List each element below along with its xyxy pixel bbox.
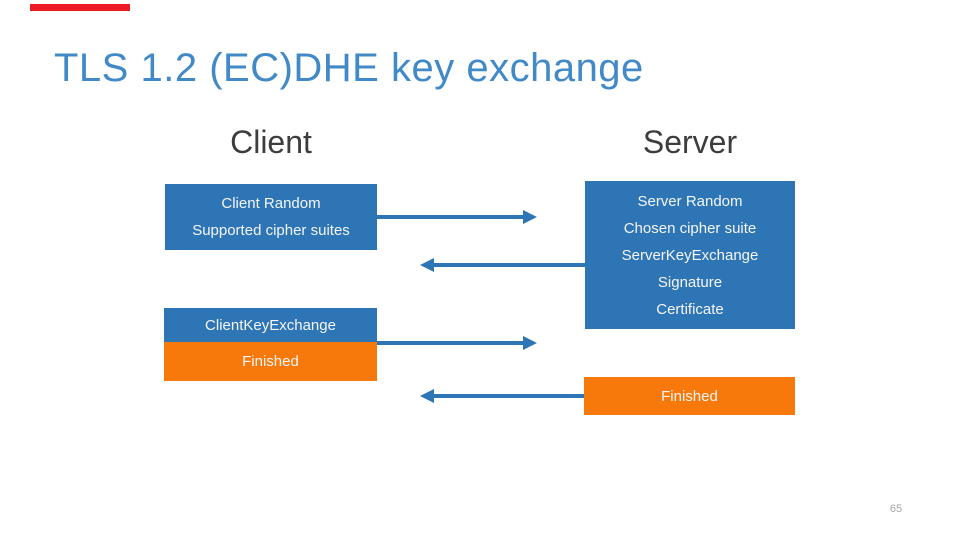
arrow-right-head-icon [523,210,537,224]
client-hello-line-2: Supported cipher suites [192,222,350,239]
arrow-shaft [431,394,584,398]
arrow-server-finished-to-client [420,389,584,403]
arrow-shaft [377,215,526,219]
client-finished-box: Finished [164,342,377,381]
arrow-left-head-icon [420,258,434,272]
client-finished-label: Finished [242,353,299,370]
client-hello-box: Client Random Supported cipher suites [165,184,377,250]
server-finished-label: Finished [661,387,718,405]
server-hello-box: Server Random Chosen cipher suite Server… [585,181,795,329]
arrow-shaft [377,341,526,345]
red-accent-bar [30,4,130,11]
server-hello-line-5: Certificate [656,301,724,318]
arrow-right-head-icon [523,336,537,350]
client-hello-line-1: Client Random [221,195,321,212]
client-column-header: Client [230,124,312,160]
client-key-exchange-box: ClientKeyExchange [164,308,377,342]
arrow-left-head-icon [420,389,434,403]
client-key-exchange-label: ClientKeyExchange [205,316,336,334]
arrow-client-finished-to-server [377,336,537,350]
page-number: 65 [889,503,903,515]
slide-title: TLS 1.2 (EC)DHE key exchange [54,46,644,90]
arrow-client-hello-to-server [377,210,537,224]
arrow-shaft [431,263,585,267]
server-column-header: Server [642,124,738,160]
server-hello-line-1: Server Random [637,193,743,210]
server-hello-line-4: Signature [657,274,723,291]
arrow-server-hello-to-client [420,258,585,272]
server-hello-line-3: ServerKeyExchange [621,247,759,264]
server-finished-box: Finished [584,377,795,415]
server-hello-line-2: Chosen cipher suite [623,220,757,237]
